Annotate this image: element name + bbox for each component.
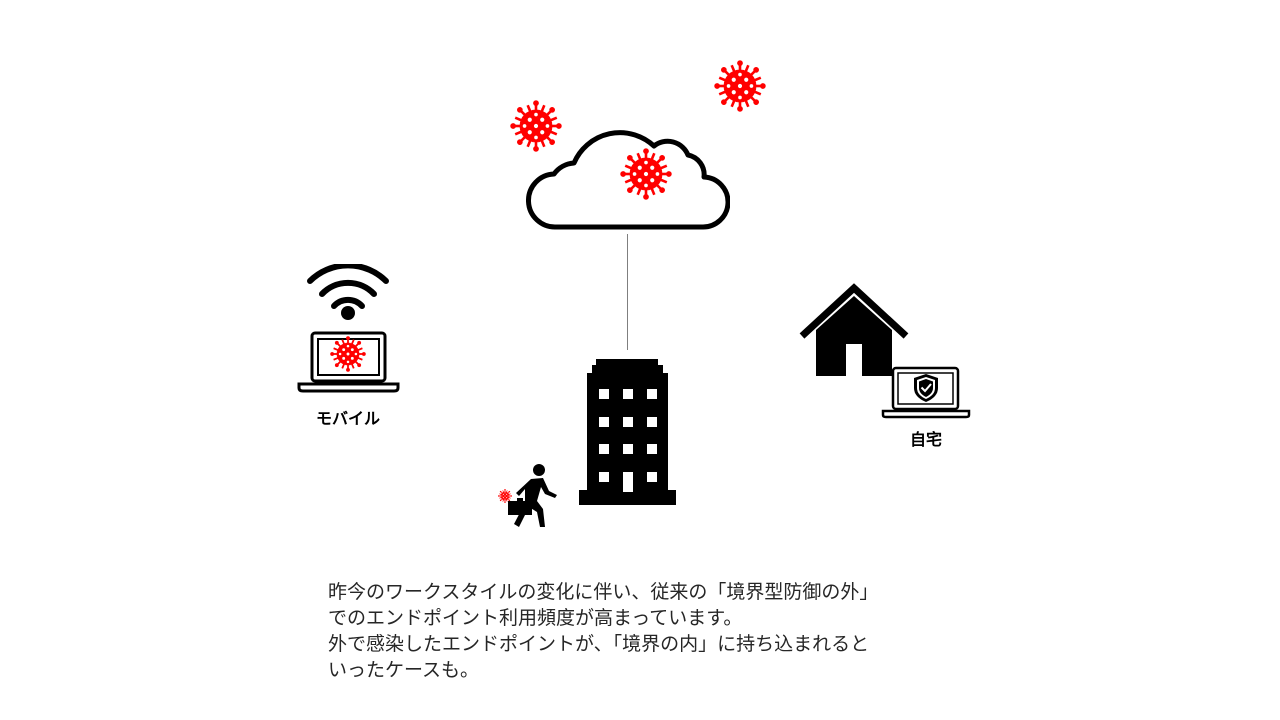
description-text: 昨今のワークスタイルの変化に伴い、従来の「境界型防御の外」 でのエンドポイント利… (328, 579, 968, 683)
virus-icon (498, 489, 512, 503)
shield-check-icon (914, 374, 938, 402)
house-icon (799, 283, 909, 376)
virus-icon (510, 100, 562, 152)
virus-icon (330, 336, 366, 372)
laptop-icon (297, 331, 400, 393)
description-line: いったケースも。 (328, 659, 480, 681)
office-building-icon (579, 359, 676, 505)
commuter-person-icon (508, 464, 557, 527)
virus-icon (620, 148, 672, 200)
description-line: 外で感染したエンドポイントが、「境界の内」に持ち込まれると (328, 633, 870, 655)
home-label: 自宅 (909, 430, 942, 449)
laptop-icon (881, 366, 971, 419)
description-line: 昨今のワークスタイルの変化に伴い、従来の「境界型防御の外」 (328, 581, 879, 603)
mobile-label: モバイル (315, 409, 380, 428)
virus-icon (714, 60, 766, 112)
connector-line (627, 234, 628, 350)
description-line: でのエンドポイント利用頻度が高まっています。 (328, 607, 743, 629)
wifi-icon (307, 264, 389, 320)
